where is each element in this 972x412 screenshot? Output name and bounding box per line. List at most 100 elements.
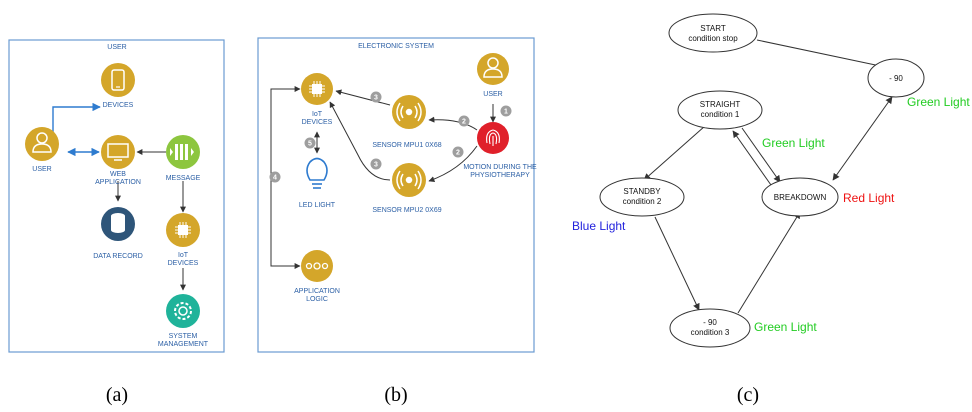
system-label-1: SYSTEM: [169, 333, 198, 340]
step-badge-3b: [370, 158, 382, 170]
monitor-icon: [107, 143, 129, 161]
svg-text:2: 2: [462, 119, 466, 126]
straight-to-standby-arrow: [643, 125, 706, 181]
panel-a-frame: [8, 39, 225, 353]
data-record-node: DATA RECORD: [93, 207, 143, 260]
web-application-node: WEB APPLICATION: [95, 135, 141, 186]
iot-label-b-2: DEVICES: [302, 119, 333, 126]
chip-icon: [175, 222, 191, 238]
state-transitions: [643, 39, 893, 314]
standby-label-2: condition 2: [623, 197, 662, 206]
step-badge-4: [269, 171, 281, 183]
light-annotations: Green Light Green Light Red Light Blue L…: [572, 95, 970, 334]
motion-label-2: PHYSIOTHERAPY: [470, 172, 530, 179]
webapp-label-1: WEB: [110, 171, 126, 178]
gear-icon: [174, 302, 192, 320]
motion-node: MOTION DURING THE PHYSIOTHERAPY: [463, 122, 537, 179]
user-icon: [483, 57, 503, 78]
svg-text:3: 3: [374, 162, 378, 169]
user-label-b: USER: [483, 91, 502, 98]
straight-label-1: STRAIGHT: [700, 100, 741, 109]
panel-c: START condition stop - 90 STRAIGHT condi…: [572, 13, 970, 348]
step-badge-1: [500, 105, 512, 117]
neg90-bottom-to-breakdown-arrow: [737, 211, 801, 314]
user-label-a: USER: [32, 166, 51, 173]
motion-to-sensor1-arrow: [428, 116, 478, 131]
message-node: MESSAGE: [166, 135, 201, 182]
user-node-b: USER: [477, 53, 509, 98]
state-neg90-top: - 90: [867, 58, 925, 98]
sensor-mpu1-node: SENSOR MPU1 0X68: [372, 95, 442, 149]
step-badges: 1 2 2 3 3 4 5: [269, 91, 512, 183]
iot-devices-node-b: IoT DEVICES: [301, 73, 333, 126]
data-record-label: DATA RECORD: [93, 253, 143, 260]
sensor1-label: SENSOR MPU1 0X68: [372, 142, 441, 149]
lightbulb-icon: [306, 157, 328, 189]
message-label: MESSAGE: [166, 175, 201, 182]
sensor2-label: SENSOR MPU2 0X69: [372, 207, 441, 214]
step-badge-2b: [452, 146, 464, 158]
motion-label-1: MOTION DURING THE: [463, 164, 537, 171]
neg90-breakdown-arrow: [832, 96, 893, 181]
app-logic-label-2: LOGIC: [306, 296, 328, 303]
panel-a-title: USER: [107, 44, 126, 51]
panel-b-title: ELECTRONIC SYSTEM: [358, 43, 434, 50]
app-logic-label-1: APPLICATION: [294, 288, 340, 295]
message-queue-icon: [170, 144, 194, 160]
neg90-bottom-label-1: - 90: [703, 318, 717, 327]
neg90-bottom-label-2: condition 3: [691, 328, 730, 337]
devices-label: DEVICES: [103, 102, 134, 109]
sensor2-to-iot-arrow: [329, 101, 391, 181]
straight-label-2: condition 1: [701, 110, 740, 119]
state-standby: STANDBY condition 2: [599, 177, 685, 217]
user-to-devices-arrow: [52, 102, 101, 136]
start-to-neg90-arrow: [756, 39, 886, 70]
state-straight: STRAIGHT condition 1: [677, 90, 763, 130]
svg-text:4: 4: [273, 175, 277, 182]
neg90-top-label: - 90: [889, 74, 903, 83]
iot-label-a-1: IoT: [178, 252, 189, 259]
start-label-1: START: [700, 24, 726, 33]
iot-devices-node-a: IoT DEVICES: [166, 213, 200, 267]
user-icon: [32, 132, 52, 153]
fingerprint-icon: [486, 129, 500, 146]
signal-icon: [396, 102, 422, 122]
system-management-node: SYSTEM MANAGEMENT: [158, 294, 209, 348]
state-start: START condition stop: [668, 13, 758, 53]
panel-b: ELECTRONIC SYSTEM 1 2 2 3 3 4 5: [257, 37, 537, 353]
led-light-node: LED LIGHT: [299, 157, 336, 209]
state-neg90-bottom: - 90 condition 3: [669, 308, 751, 348]
step-badge-3a: [370, 91, 382, 103]
breakdown-to-straight-arrow: [732, 130, 772, 186]
standby-to-neg90-bottom-arrow: [654, 216, 700, 311]
sensor1-to-iot-arrow: [335, 89, 391, 106]
breakdown-label: BREAKDOWN: [774, 193, 827, 202]
iot-label-a-2: DEVICES: [168, 260, 199, 267]
svg-text:2: 2: [456, 150, 460, 157]
start-label-2: condition stop: [688, 34, 738, 43]
caption-a: (a): [106, 384, 128, 406]
svg-text:5: 5: [308, 141, 312, 148]
blue-light-standby: Blue Light: [572, 219, 626, 233]
panel-b-frame: [257, 37, 535, 353]
svg-text:1: 1: [504, 109, 508, 116]
database-icon: [111, 213, 125, 233]
chip-icon: [309, 81, 325, 97]
panel-a: USER DEVICES USER: [8, 39, 225, 353]
red-light-breakdown: Red Light: [843, 191, 895, 205]
logic-icon: [305, 262, 329, 270]
step-badge-2a: [458, 115, 470, 127]
motion-to-sensor2-arrow: [428, 145, 478, 183]
system-label-2: MANAGEMENT: [158, 341, 209, 348]
devices-node: DEVICES: [101, 63, 135, 109]
straight-to-breakdown-arrow: [741, 127, 781, 183]
green-light-bottom: Green Light: [754, 320, 817, 334]
webapp-label-2: APPLICATION: [95, 179, 141, 186]
state-breakdown: BREAKDOWN: [761, 177, 839, 217]
svg-text:3: 3: [374, 95, 378, 102]
panel-b-connectors: [270, 86, 496, 269]
green-light-top-right: Green Light: [907, 95, 970, 109]
caption-b: (b): [384, 384, 407, 406]
sensor-mpu2-node: SENSOR MPU2 0X69: [372, 163, 442, 214]
